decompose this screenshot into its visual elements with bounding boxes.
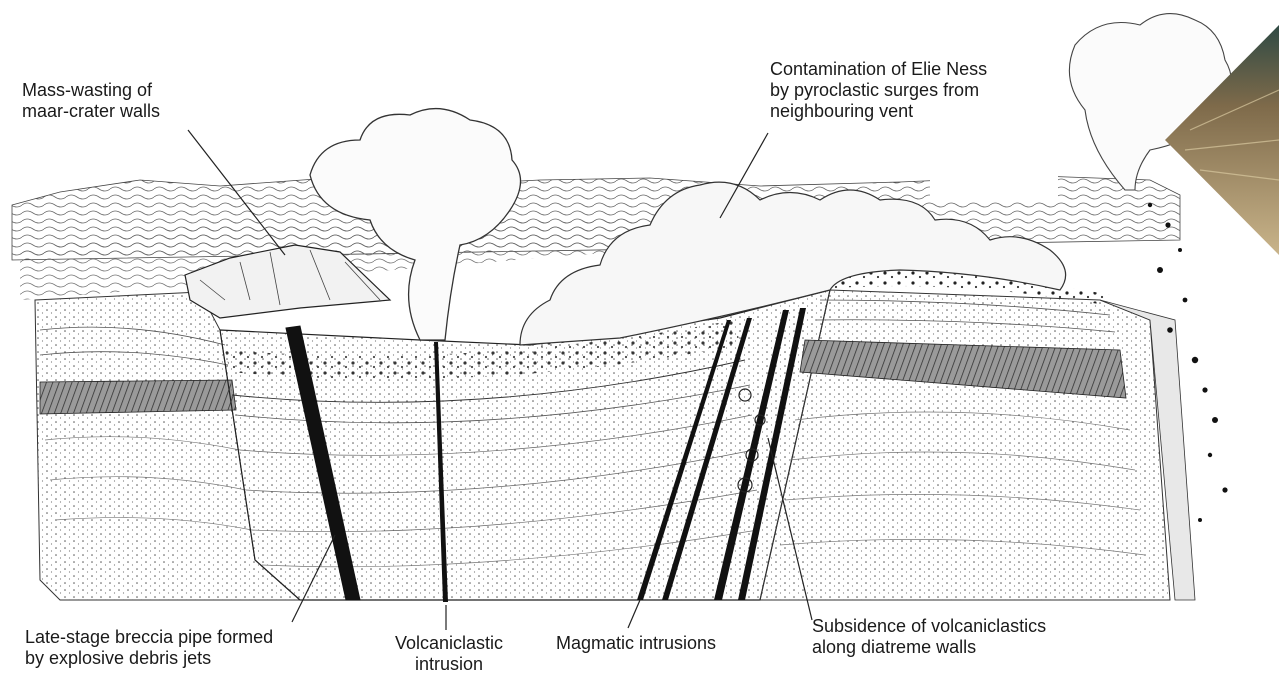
- leader-magmatic: [628, 600, 640, 628]
- label-mass-wasting-line-1: Mass-wasting of: [22, 80, 160, 101]
- label-subsidence: Subsidence of volcaniclastics along diat…: [812, 616, 1046, 658]
- label-volcaniclastic-intrusion: Volcaniclastic intrusion: [384, 633, 514, 675]
- label-subsidence-line-1: Subsidence of volcaniclastics: [812, 616, 1046, 637]
- label-mass-wasting: Mass-wasting of maar-crater walls: [22, 80, 160, 122]
- label-magmatic-intrusions: Magmatic intrusions: [556, 633, 716, 654]
- label-late-stage-line-2: by explosive debris jets: [25, 648, 273, 669]
- label-volcaniclastic-line-1: Volcaniclastic: [384, 633, 514, 654]
- label-magmatic-line-1: Magmatic intrusions: [556, 633, 716, 654]
- white-patch: [930, 165, 1058, 201]
- label-subsidence-line-2: along diatreme walls: [812, 637, 1046, 658]
- label-contamination-line-1: Contamination of Elie Ness: [770, 59, 987, 80]
- label-late-stage-line-1: Late-stage breccia pipe formed: [25, 627, 273, 648]
- label-mass-wasting-line-2: maar-crater walls: [22, 101, 160, 122]
- label-volcaniclastic-line-2: intrusion: [384, 654, 514, 675]
- label-contamination: Contamination of Elie Ness by pyroclasti…: [770, 59, 987, 122]
- right-country-rock: [760, 290, 1195, 600]
- label-contamination-line-3: neighbouring vent: [770, 101, 987, 122]
- label-late-stage-breccia: Late-stage breccia pipe formed by explos…: [25, 627, 273, 669]
- label-contamination-line-2: by pyroclastic surges from: [770, 80, 987, 101]
